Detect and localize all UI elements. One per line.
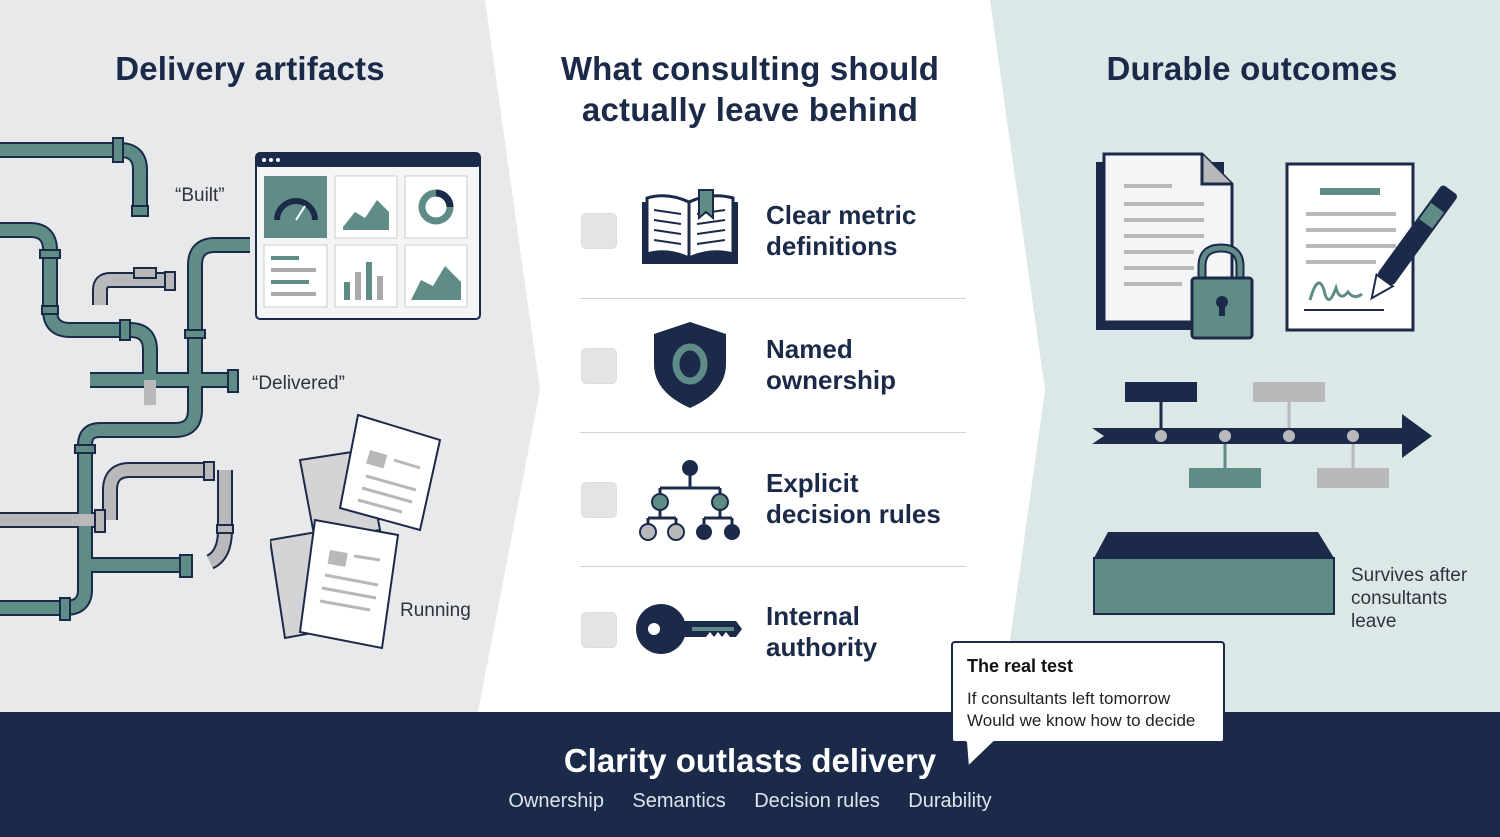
decision-tree-icon — [639, 460, 740, 541]
callout-line2: Would we know how to decide — [967, 711, 1196, 730]
item-internal-authority-line1: Internal — [766, 601, 860, 631]
checkbox-named-ownership[interactable] — [581, 348, 617, 384]
foundation-block-icon — [1093, 532, 1335, 615]
timeline-arrow-icon — [1092, 382, 1432, 488]
locked-document-icon — [1096, 152, 1254, 340]
checkbox-internal-authority[interactable] — [581, 612, 617, 648]
label-delivered: “Delivered” — [252, 373, 345, 394]
divider-2 — [580, 432, 966, 433]
footer-tag-decision-rules: Decision rules — [754, 790, 880, 812]
label-built: “Built” — [175, 185, 225, 206]
footer-tag-ownership: Ownership — [508, 790, 604, 812]
footer-tag-durability: Durability — [908, 790, 992, 812]
item-explicit-decision-line1: Explicit — [766, 468, 859, 498]
real-test-callout: The real test If consultants left tomorr… — [951, 641, 1225, 743]
shield-icon — [654, 322, 726, 408]
footer-title: Clarity outlasts delivery — [563, 742, 937, 779]
footer-tag-semantics: Semantics — [632, 790, 726, 812]
callout-line1: If consultants left tomorrow — [967, 689, 1171, 708]
item-internal-authority-line2: authority — [766, 632, 878, 662]
footer-bar — [0, 712, 1500, 837]
callout-title: The real test — [967, 656, 1074, 676]
dashboard-window-icon — [255, 152, 481, 320]
survives-line1: Survives after — [1351, 565, 1468, 586]
item-clear-metric-line2: definitions — [766, 231, 898, 261]
item-named-ownership-line1: Named — [766, 334, 853, 364]
item-internal-authority: Internal authority — [766, 601, 976, 663]
survives-line2: consultants — [1351, 588, 1448, 609]
documents-stack-icon — [270, 413, 442, 650]
book-icon — [642, 189, 738, 264]
survives-text: Survives after consultants leave — [1351, 564, 1467, 633]
divider-3 — [580, 566, 966, 567]
checkbox-clear-metric[interactable] — [581, 213, 617, 249]
left-heading: Delivery artifacts — [115, 50, 385, 87]
callout-tail-icon — [965, 741, 995, 770]
survives-line3: leave — [1351, 611, 1397, 632]
center-heading-line2: actually leave behind — [581, 91, 919, 128]
center-heading-line1: What consulting should — [560, 50, 940, 87]
pipes-illustration — [0, 137, 250, 621]
item-clear-metric: Clear metric definitions — [766, 200, 976, 262]
background-panels — [478, 0, 1500, 712]
signed-contract-icon — [1285, 162, 1457, 332]
right-heading: Durable outcomes — [1106, 50, 1398, 87]
item-explicit-decision-line2: decision rules — [766, 499, 941, 529]
item-named-ownership: Named ownership — [766, 334, 976, 396]
item-named-ownership-line2: ownership — [766, 365, 897, 395]
divider-1 — [580, 298, 966, 299]
key-icon — [636, 604, 742, 654]
item-explicit-decision: Explicit decision rules — [766, 468, 976, 530]
checkbox-explicit-decision[interactable] — [581, 482, 617, 518]
footer-tags: Ownership Semantics Decision rules Durab… — [0, 790, 1500, 813]
label-running: Running — [400, 600, 471, 621]
item-clear-metric-line1: Clear metric — [766, 200, 917, 230]
